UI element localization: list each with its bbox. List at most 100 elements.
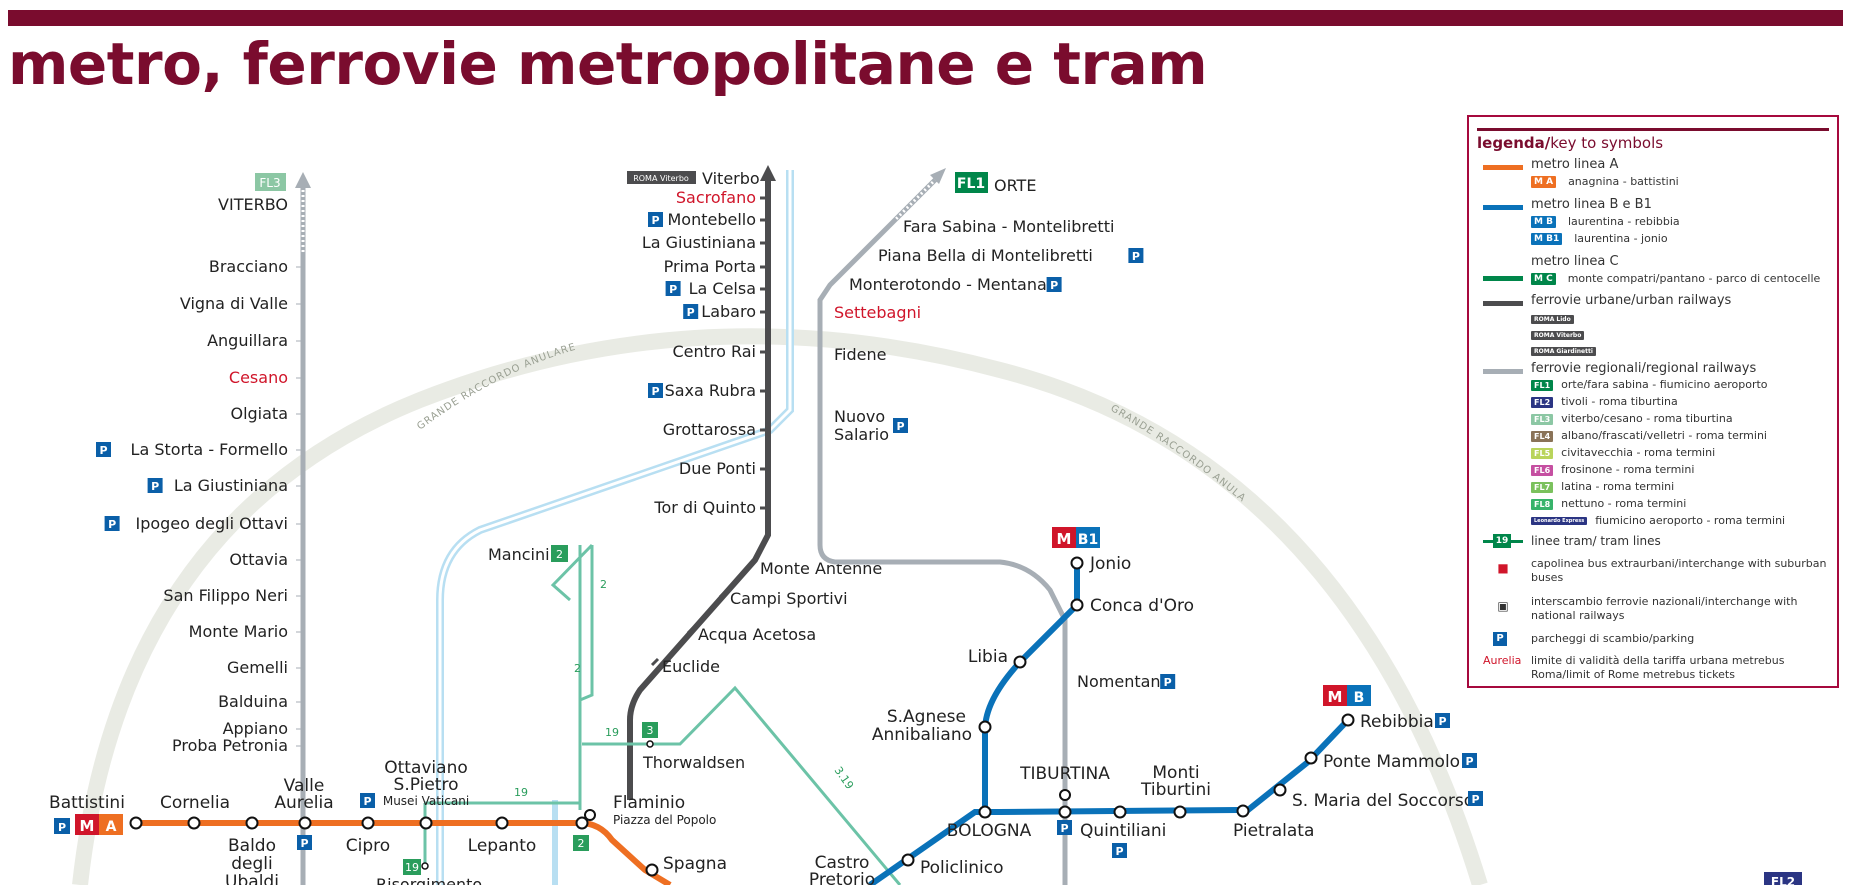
station-label: Castro (815, 853, 870, 873)
station-marker (495, 816, 509, 830)
station-marker (129, 816, 143, 830)
parking-icon (54, 818, 70, 834)
parking-icon (147, 478, 163, 493)
station-label: Conca d'Oro (1090, 596, 1194, 616)
legend-label: parcheggi di scambio/parking (1531, 632, 1695, 645)
station-label: Valle (284, 776, 325, 796)
legend-route: laurentina - rebibbia (1567, 215, 1680, 228)
station-label: Settebagni (834, 303, 921, 322)
station-label: Baldo (228, 836, 276, 856)
parking-icon (1160, 674, 1176, 689)
station-marker (1304, 751, 1318, 765)
legend-line-swatch (1483, 301, 1523, 306)
station-label: Fidene (834, 345, 886, 364)
station-label: Monti (1152, 763, 1199, 783)
legend-label: ferrovie urbane/urban railways (1531, 293, 1732, 308)
station-label: Annibaliano (872, 725, 972, 745)
tram-line-2-hook (550, 543, 594, 602)
viterbo-arrow (760, 165, 776, 181)
station-label: S. Maria del Soccorso (1292, 791, 1474, 811)
station-label: Ottavia (229, 550, 288, 569)
legend-label: ferrovie regionali/regional railways (1531, 361, 1757, 376)
station-label: Labaro (701, 302, 756, 321)
metro-m-text: M (1057, 530, 1072, 548)
fl2-badge: FL2 (1771, 875, 1795, 885)
station-label: Cesano (229, 368, 288, 387)
legend-divider (1477, 128, 1829, 131)
legend-sub: ROMA Lido (1531, 312, 1586, 325)
regional-badge: Leonardo Express (1531, 517, 1588, 525)
tram-badge-text: 19 (405, 861, 419, 874)
legend-label: metro linea B e B1 (1531, 197, 1652, 212)
station-label: S.Pietro (394, 775, 459, 795)
metro-line-text: B1 (1078, 532, 1098, 548)
river-line (436, 170, 794, 885)
station-label: Jonio (1089, 554, 1131, 574)
legend-route: laurentina - jonio (1574, 232, 1668, 245)
legend-label: interscambio ferrovie nazionali/intercha… (1531, 595, 1798, 622)
station-label: Salario (834, 425, 889, 444)
station-label: Policlinico (920, 858, 1004, 878)
parking-icon (1462, 753, 1477, 768)
fl2-badge-box (1764, 872, 1802, 885)
station-marker (1113, 805, 1127, 819)
fl3-badge: FL3 (259, 176, 280, 190)
river-line-inner (438, 170, 792, 885)
tram-badge-text: 2 (578, 837, 585, 850)
legend-sub: ROMA Viterbo (1531, 328, 1596, 341)
metro-m-badge (75, 814, 99, 835)
station-label: Acqua Acetosa (698, 625, 816, 644)
station-label: Pietralata (1233, 821, 1314, 841)
tram-line-number: 2 (574, 662, 581, 675)
station-marker (584, 809, 596, 821)
viterbo-tick (718, 589, 728, 599)
station-label: Balduina (218, 692, 288, 711)
tram-stop-label: Thorwaldsen (642, 753, 745, 772)
station-label: Flaminio (613, 793, 685, 813)
station-label: Lepanto (468, 836, 537, 856)
parking-letter: P (300, 837, 308, 850)
regional-route: civitavecchia - roma termini (1561, 446, 1716, 459)
parking-letter: P (1115, 845, 1123, 858)
station-label: Proba Petronia (172, 736, 288, 755)
tram-badge: 19 (1493, 534, 1511, 548)
legend-label: linee tram/ tram lines (1531, 534, 1661, 548)
station-label: Rebibbia (1360, 712, 1434, 732)
legend-line-swatch (1483, 276, 1523, 281)
viterbo-rail-line (627, 175, 771, 800)
station-label: Olgiata (230, 404, 288, 423)
station-label: Musei Vaticani (383, 794, 469, 808)
metro-line-badge (1076, 527, 1100, 548)
parking-icon (648, 383, 663, 398)
fl3-arrow (295, 172, 311, 188)
station-label: San Filippo Neri (163, 586, 288, 605)
urban-badge-lido: ROMA Lido (1531, 314, 1574, 324)
tram-line-2-loop (579, 545, 594, 702)
tram-badge-19 (403, 859, 421, 875)
station-label: Monterotondo - Mentana (849, 275, 1047, 294)
parking-letter: P (1060, 822, 1068, 835)
station-label: Aurelia (274, 793, 333, 813)
parking-icon (1057, 820, 1072, 835)
station-label: Sacrofano (676, 188, 756, 207)
station-label: Ponte Mammolo (1323, 752, 1460, 772)
parking-letter: P (651, 214, 659, 227)
viterbo-badge-box (627, 171, 696, 184)
regional-badge: FL7 (1531, 481, 1554, 493)
fl1-badge: FL1 (957, 176, 985, 192)
parking-letter: P (151, 480, 159, 493)
station-label: degli (231, 854, 273, 874)
parking-icon (1468, 791, 1483, 806)
station-label: TIBURTINA (1019, 764, 1110, 784)
station-label: Ipogeo degli Ottavi (135, 514, 288, 533)
legend-panel: legenda/key to symbols metro linea A M A… (1467, 115, 1839, 688)
station-label: Ubaldi (225, 872, 279, 885)
station-label: Montebello (667, 210, 756, 229)
station-label: Saxa Rubra (665, 381, 756, 400)
metro-line-text: B (1354, 690, 1365, 706)
station-marker (1013, 655, 1027, 669)
station-marker (978, 720, 992, 734)
